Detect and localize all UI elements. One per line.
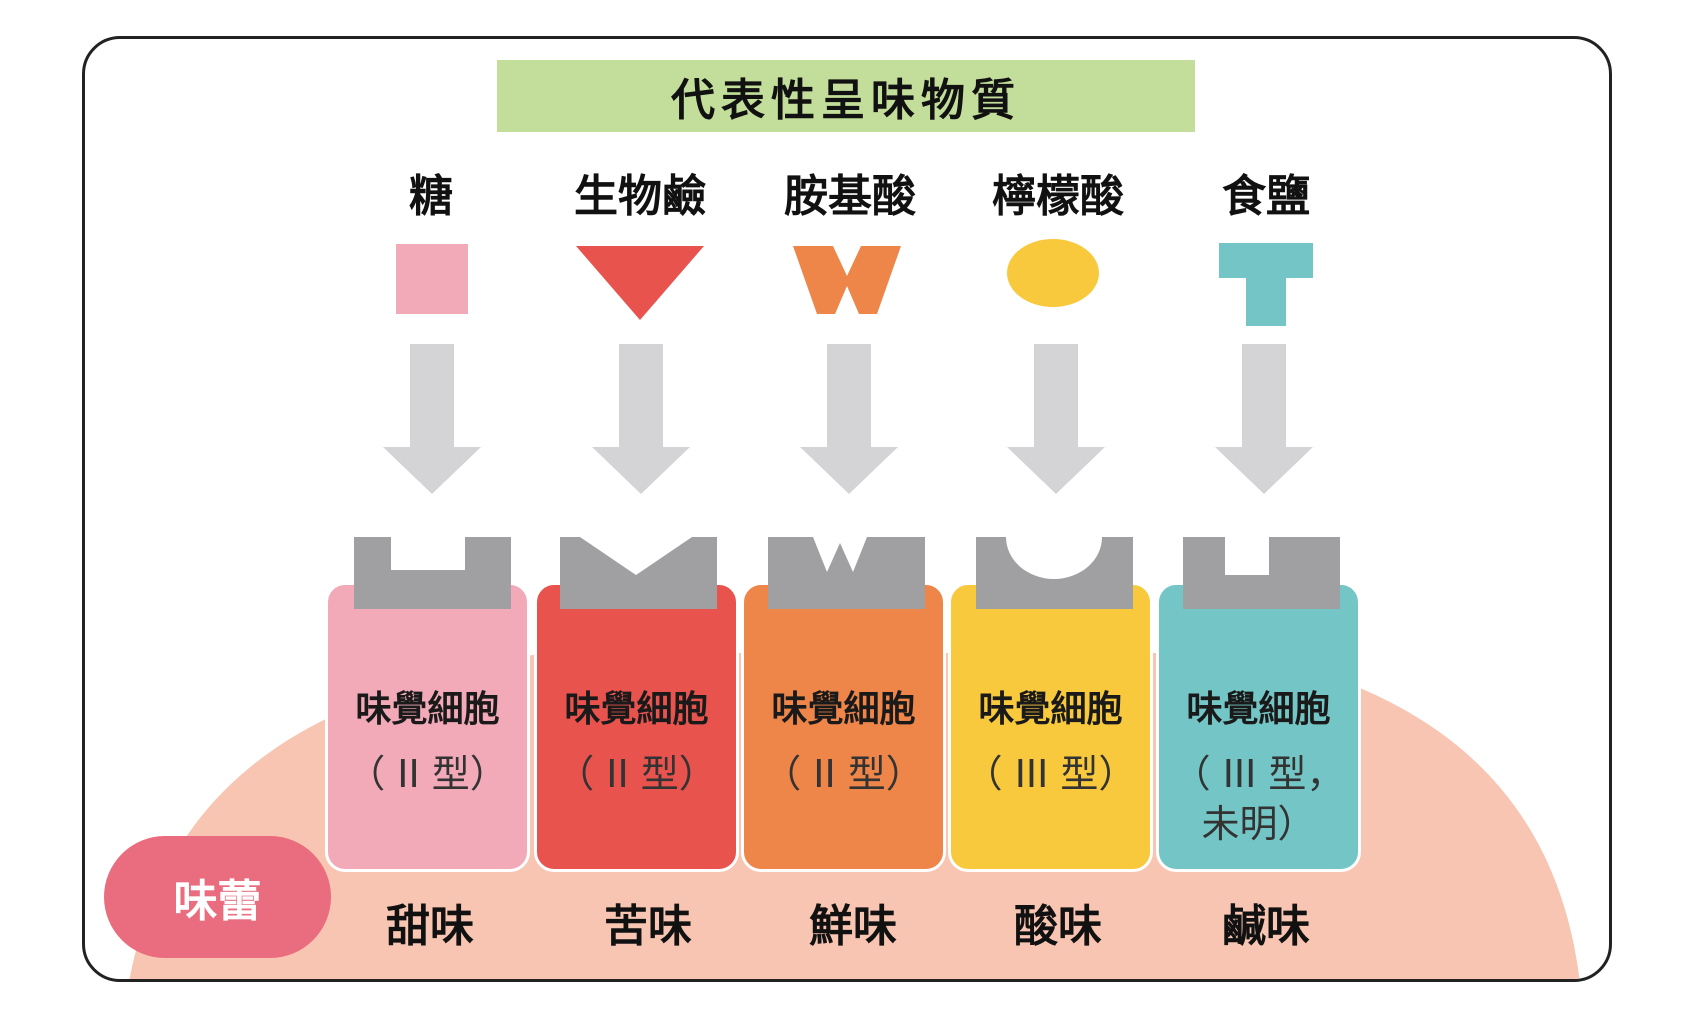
t-shape-icon [1219,243,1313,326]
down-arrow-icon [1215,344,1313,494]
cell-title: 味覺細胞 [771,689,916,730]
taste-cell-salty: 味覺細胞 （ III 型， 未明） [1156,582,1361,872]
down-arrow-icon [592,344,690,494]
taste-label-umami: 鮮味 [809,901,897,952]
w-shape-icon [793,246,901,314]
receptor-t-icon [1183,537,1340,609]
substance-label-sugar: 糖 [409,171,453,222]
substance-label-citric-acid: 檸檬酸 [992,171,1124,222]
cell-title: 味覺細胞 [1186,689,1331,730]
taste-cell-umami: 味覺細胞 （ II 型） [741,582,946,872]
down-arrow-icon [1007,344,1105,494]
receptor-square-icon [354,537,511,609]
cell-type: （ II 型） [763,752,924,796]
cell-type: （ II 型） [556,752,717,796]
taste-bud-label: 味蕾 [104,836,331,958]
taste-label-bitter: 苦味 [604,901,692,952]
cell-type: （ III 型， 未明） [1172,752,1345,846]
cell-title: 味覺細胞 [564,689,709,730]
cell-type: （ III 型） [964,752,1137,796]
taste-cell-sour: 味覺細胞 （ III 型） [948,582,1153,872]
chart-title: 代表性呈味物質 [497,60,1195,132]
substance-label-amino-acid: 胺基酸 [784,171,916,222]
triangle-shape-icon [576,246,704,320]
receptor-oval-icon [976,537,1133,609]
receptor-triangle-icon [560,537,717,609]
oval-shape-icon [1007,239,1099,307]
square-shape-icon [396,244,468,314]
cell-title: 味覺細胞 [978,689,1123,730]
cell-title: 味覺細胞 [355,689,500,730]
taste-label-salty: 鹹味 [1222,901,1310,952]
taste-cell-bitter: 味覺細胞 （ II 型） [534,582,739,872]
taste-cell-sweet: 味覺細胞 （ II 型） [325,582,530,872]
down-arrow-icon [383,344,481,494]
substance-label-alkaloid: 生物鹼 [574,171,706,222]
cell-type: （ II 型） [347,752,508,796]
taste-label-sweet: 甜味 [386,901,474,952]
taste-label-sour: 酸味 [1014,901,1102,952]
receptor-w-icon [768,537,925,609]
substance-label-salt: 食鹽 [1222,171,1310,222]
down-arrow-icon [800,344,898,494]
